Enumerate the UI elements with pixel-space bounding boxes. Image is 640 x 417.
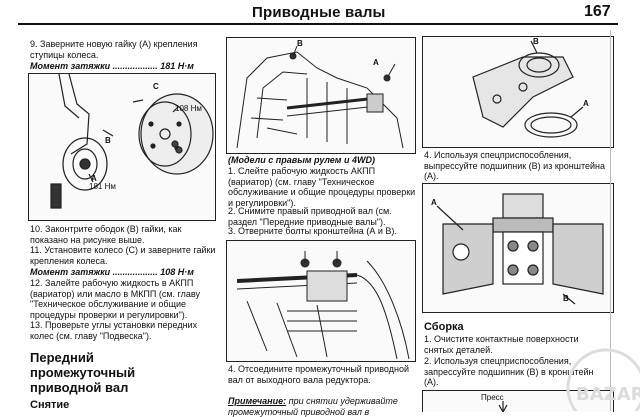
mid-step-2: 2. Снимите правый приводной вал (см. раз…: [228, 206, 392, 227]
torque-spec-2: Момент затяжки .................. 108 Н·…: [30, 267, 194, 277]
fig2-label-b: B: [297, 39, 303, 48]
fig1-label-b: B: [105, 136, 111, 145]
right-step-4: 4. Используя спецприспособления, выпресс…: [424, 150, 605, 181]
subsection-removal: Снятие: [30, 399, 70, 411]
mid-step-3: 3. Отверните болты кронштейна (А и В).: [228, 226, 397, 236]
page-title: Приводные валы: [252, 4, 386, 21]
mid-step-1: 1. Слейте рабочую жидкость АКПП (вариато…: [228, 166, 416, 208]
fig5-label-b: B: [563, 294, 569, 303]
fig1-label-a: A: [91, 174, 97, 183]
step-10: 10. Законтрите ободок (В) гайки, как пок…: [30, 224, 182, 245]
step-9: 9. Заверните новую гайку (А) крепления с…: [30, 39, 198, 60]
fig1-label-c: C: [153, 82, 159, 91]
header-rule: [18, 23, 618, 25]
mid-step-4: 4. Отсоедините промежуточный приводной в…: [228, 364, 409, 385]
watermark-text: BAZAR: [576, 384, 640, 405]
figure-wheel-hub: C 108 Нм B A 181 Нм: [28, 73, 216, 221]
fig1-label-181nm: 181 Нм: [89, 182, 116, 191]
step-13: 13. Проверьте углы установки передних ко…: [30, 320, 198, 341]
watermark-logo: BAZAR: [536, 348, 640, 417]
fig6-label-press: Пресс: [481, 393, 504, 402]
fig1-label-108nm: 108 Нм: [175, 104, 202, 113]
step-11: 11. Установите колесо (С) и заверните га…: [30, 245, 216, 266]
fig4-label-b: B: [533, 37, 539, 46]
right-edge-line: [610, 30, 611, 411]
figure-bearing-section: A B: [422, 183, 614, 313]
fig2-label-a: A: [373, 58, 379, 67]
fig5-label-a: A: [431, 198, 437, 207]
assembly-step-1: 1. Очистите контактные поверхности сняты…: [424, 334, 579, 355]
page-header: Приводные валы 167: [0, 0, 640, 25]
torque-spec-1: Момент затяжки .................. 181 Н·…: [30, 61, 194, 71]
mid-note: Примечание: при снятии удерживайте проме…: [228, 396, 398, 417]
note-models: (Модели с правым рулем и 4WD): [228, 155, 375, 165]
assembly-step-2: 2. Используя спецприспособления, запресс…: [424, 356, 594, 387]
section-heading: Передний промежуточный приводной вал: [30, 350, 136, 395]
section-assembly: Сборка: [424, 321, 464, 333]
step-12: 12. Залейте рабочую жидкость в АКПП (вар…: [30, 278, 200, 320]
figure-intermediate-shaft: [226, 240, 416, 362]
fig4-label-a: A: [583, 99, 589, 108]
figure-press: Пресс: [422, 390, 614, 412]
page-number: 167: [584, 3, 611, 20]
figure-bearing-removal: B A: [422, 36, 614, 148]
figure-transmission: B A: [226, 37, 416, 154]
